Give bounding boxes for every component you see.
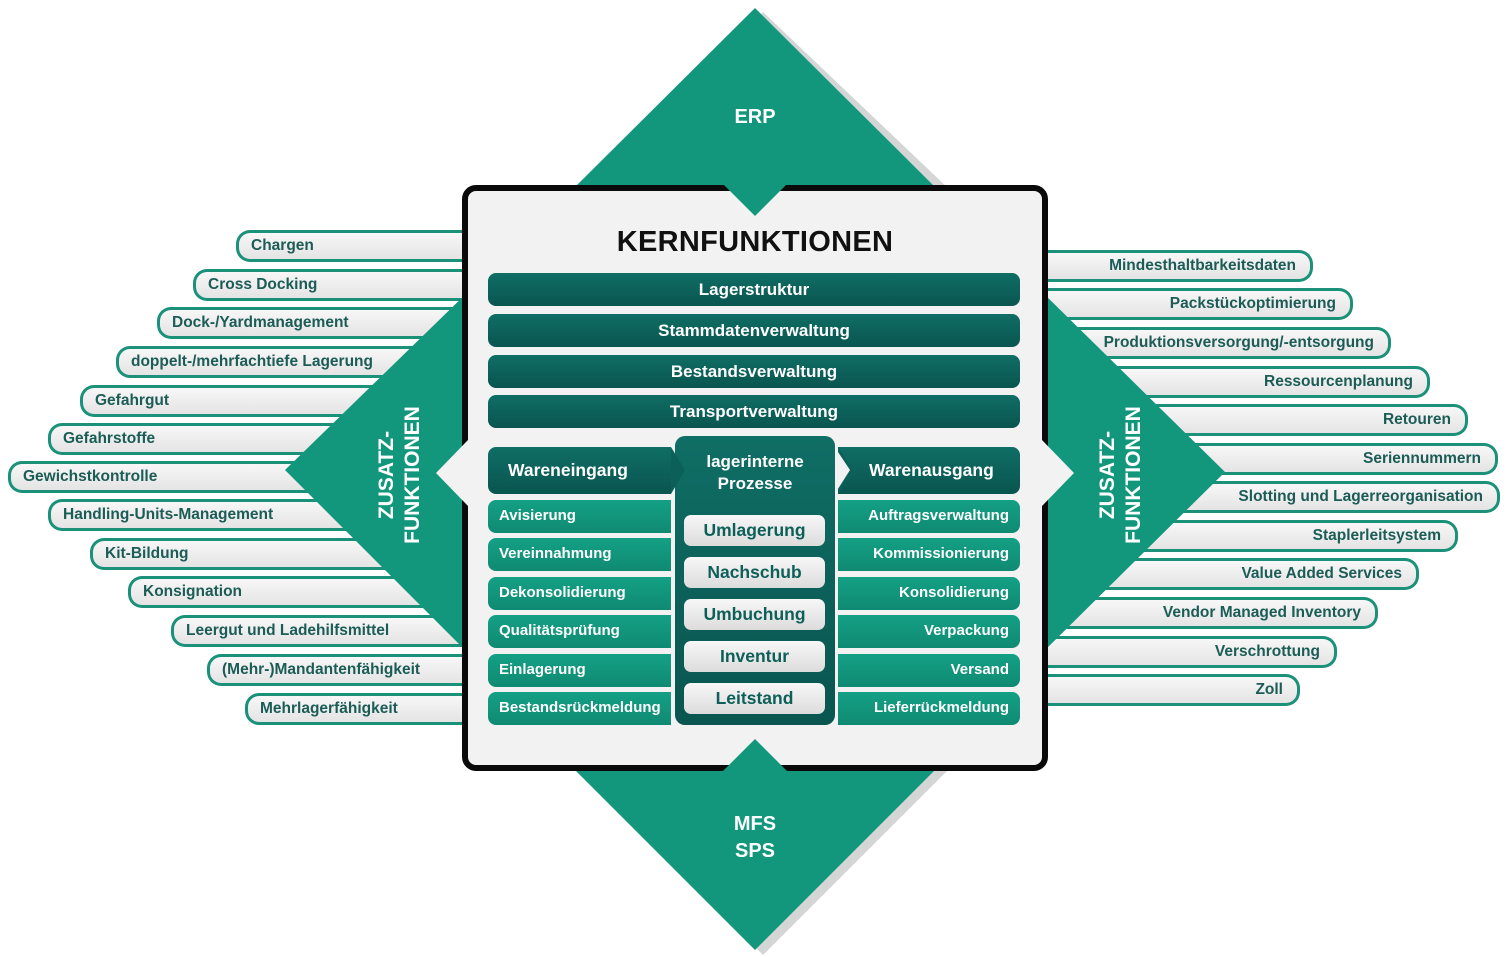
outbound-item[interactable]: Versand — [838, 653, 1020, 687]
inbound-item[interactable]: Dekonsolidierung — [488, 576, 671, 610]
core-bar-lagerstruktur[interactable]: Lagerstruktur — [488, 273, 1020, 306]
right-function-item[interactable]: Zoll — [1040, 674, 1300, 706]
left-zusatzfunktionen-label: ZUSATZ- FUNKTIONEN — [374, 395, 426, 555]
internal-process-item[interactable]: Nachschub — [684, 557, 825, 588]
right-function-item[interactable]: Vendor Managed Inventory — [1040, 597, 1378, 629]
right-zusatz-line1: ZUSATZ- — [1096, 430, 1119, 520]
erp-label: ERP — [734, 106, 776, 128]
core-bar-stammdaten[interactable]: Stammdatenverwaltung — [488, 314, 1020, 347]
wareneingang-header[interactable]: Wareneingang — [488, 447, 671, 494]
outbound-item[interactable]: Kommissionierung — [838, 538, 1020, 572]
right-diamond — [1040, 290, 1225, 655]
core-bar-transport[interactable]: Transportverwaltung — [488, 395, 1020, 428]
left-function-item[interactable]: Leergut und Ladehilfsmittel — [171, 615, 473, 647]
inbound-item[interactable]: Einlagerung — [488, 653, 671, 687]
left-diamond — [285, 290, 470, 655]
right-function-item[interactable]: Verschrottung — [1040, 636, 1337, 668]
left-function-item[interactable]: Cross Docking — [193, 269, 473, 301]
inbound-item[interactable]: Vereinnahmung — [488, 538, 671, 572]
internal-title-line1: lagerinterne — [706, 452, 804, 471]
inbound-item[interactable]: Avisierung — [488, 500, 671, 533]
internal-process-item[interactable]: Umbuchung — [684, 599, 825, 630]
mfs-sps-label: MFS SPS — [705, 811, 805, 865]
left-zusatz-line2: FUNKTIONEN — [401, 406, 424, 544]
outbound-item[interactable]: Auftragsverwaltung — [838, 500, 1020, 533]
core-bar-bestand[interactable]: Bestandsverwaltung — [488, 355, 1020, 388]
internal-title-line2: Prozesse — [717, 474, 793, 493]
internal-processes-title: lagerinterne Prozesse — [675, 451, 835, 495]
outbound-item[interactable]: Lieferrückmeldung — [838, 692, 1020, 725]
right-function-item[interactable]: Packstückoptimierung — [1040, 288, 1353, 320]
left-function-item[interactable]: (Mehr-)Mandantenfähigkeit — [207, 654, 473, 686]
outbound-item[interactable]: Verpackung — [838, 615, 1020, 649]
sps-label: SPS — [734, 840, 776, 862]
right-zusatzfunktionen-label: ZUSATZ- FUNKTIONEN — [1095, 395, 1147, 555]
left-function-item[interactable]: Chargen — [236, 230, 473, 262]
inbound-item[interactable]: Bestandsrückmeldung — [488, 692, 671, 725]
internal-process-item[interactable]: Inventur — [684, 641, 825, 672]
outbound-item[interactable]: Konsolidierung — [838, 576, 1020, 610]
left-function-item[interactable]: Mehrlagerfähigkeit — [245, 693, 473, 725]
right-zusatz-line2: FUNKTIONEN — [1122, 406, 1145, 544]
left-zusatz-line1: ZUSATZ- — [375, 430, 398, 520]
inbound-item[interactable]: Qualitätsprüfung — [488, 615, 671, 649]
top-diamond — [570, 8, 940, 192]
core-title: KERNFUNKTIONEN — [616, 226, 894, 258]
left-function-item[interactable]: Dock-/Yardmanagement — [157, 307, 473, 339]
bottom-diamond — [570, 765, 940, 950]
internal-process-item[interactable]: Leitstand — [684, 683, 825, 714]
internal-process-item[interactable]: Umlagerung — [684, 515, 825, 546]
warenausgang-header[interactable]: Warenausgang — [838, 447, 1020, 494]
mfs-label: MFS — [733, 813, 777, 835]
right-function-item[interactable]: Mindesthaltbarkeitsdaten — [1040, 250, 1313, 282]
